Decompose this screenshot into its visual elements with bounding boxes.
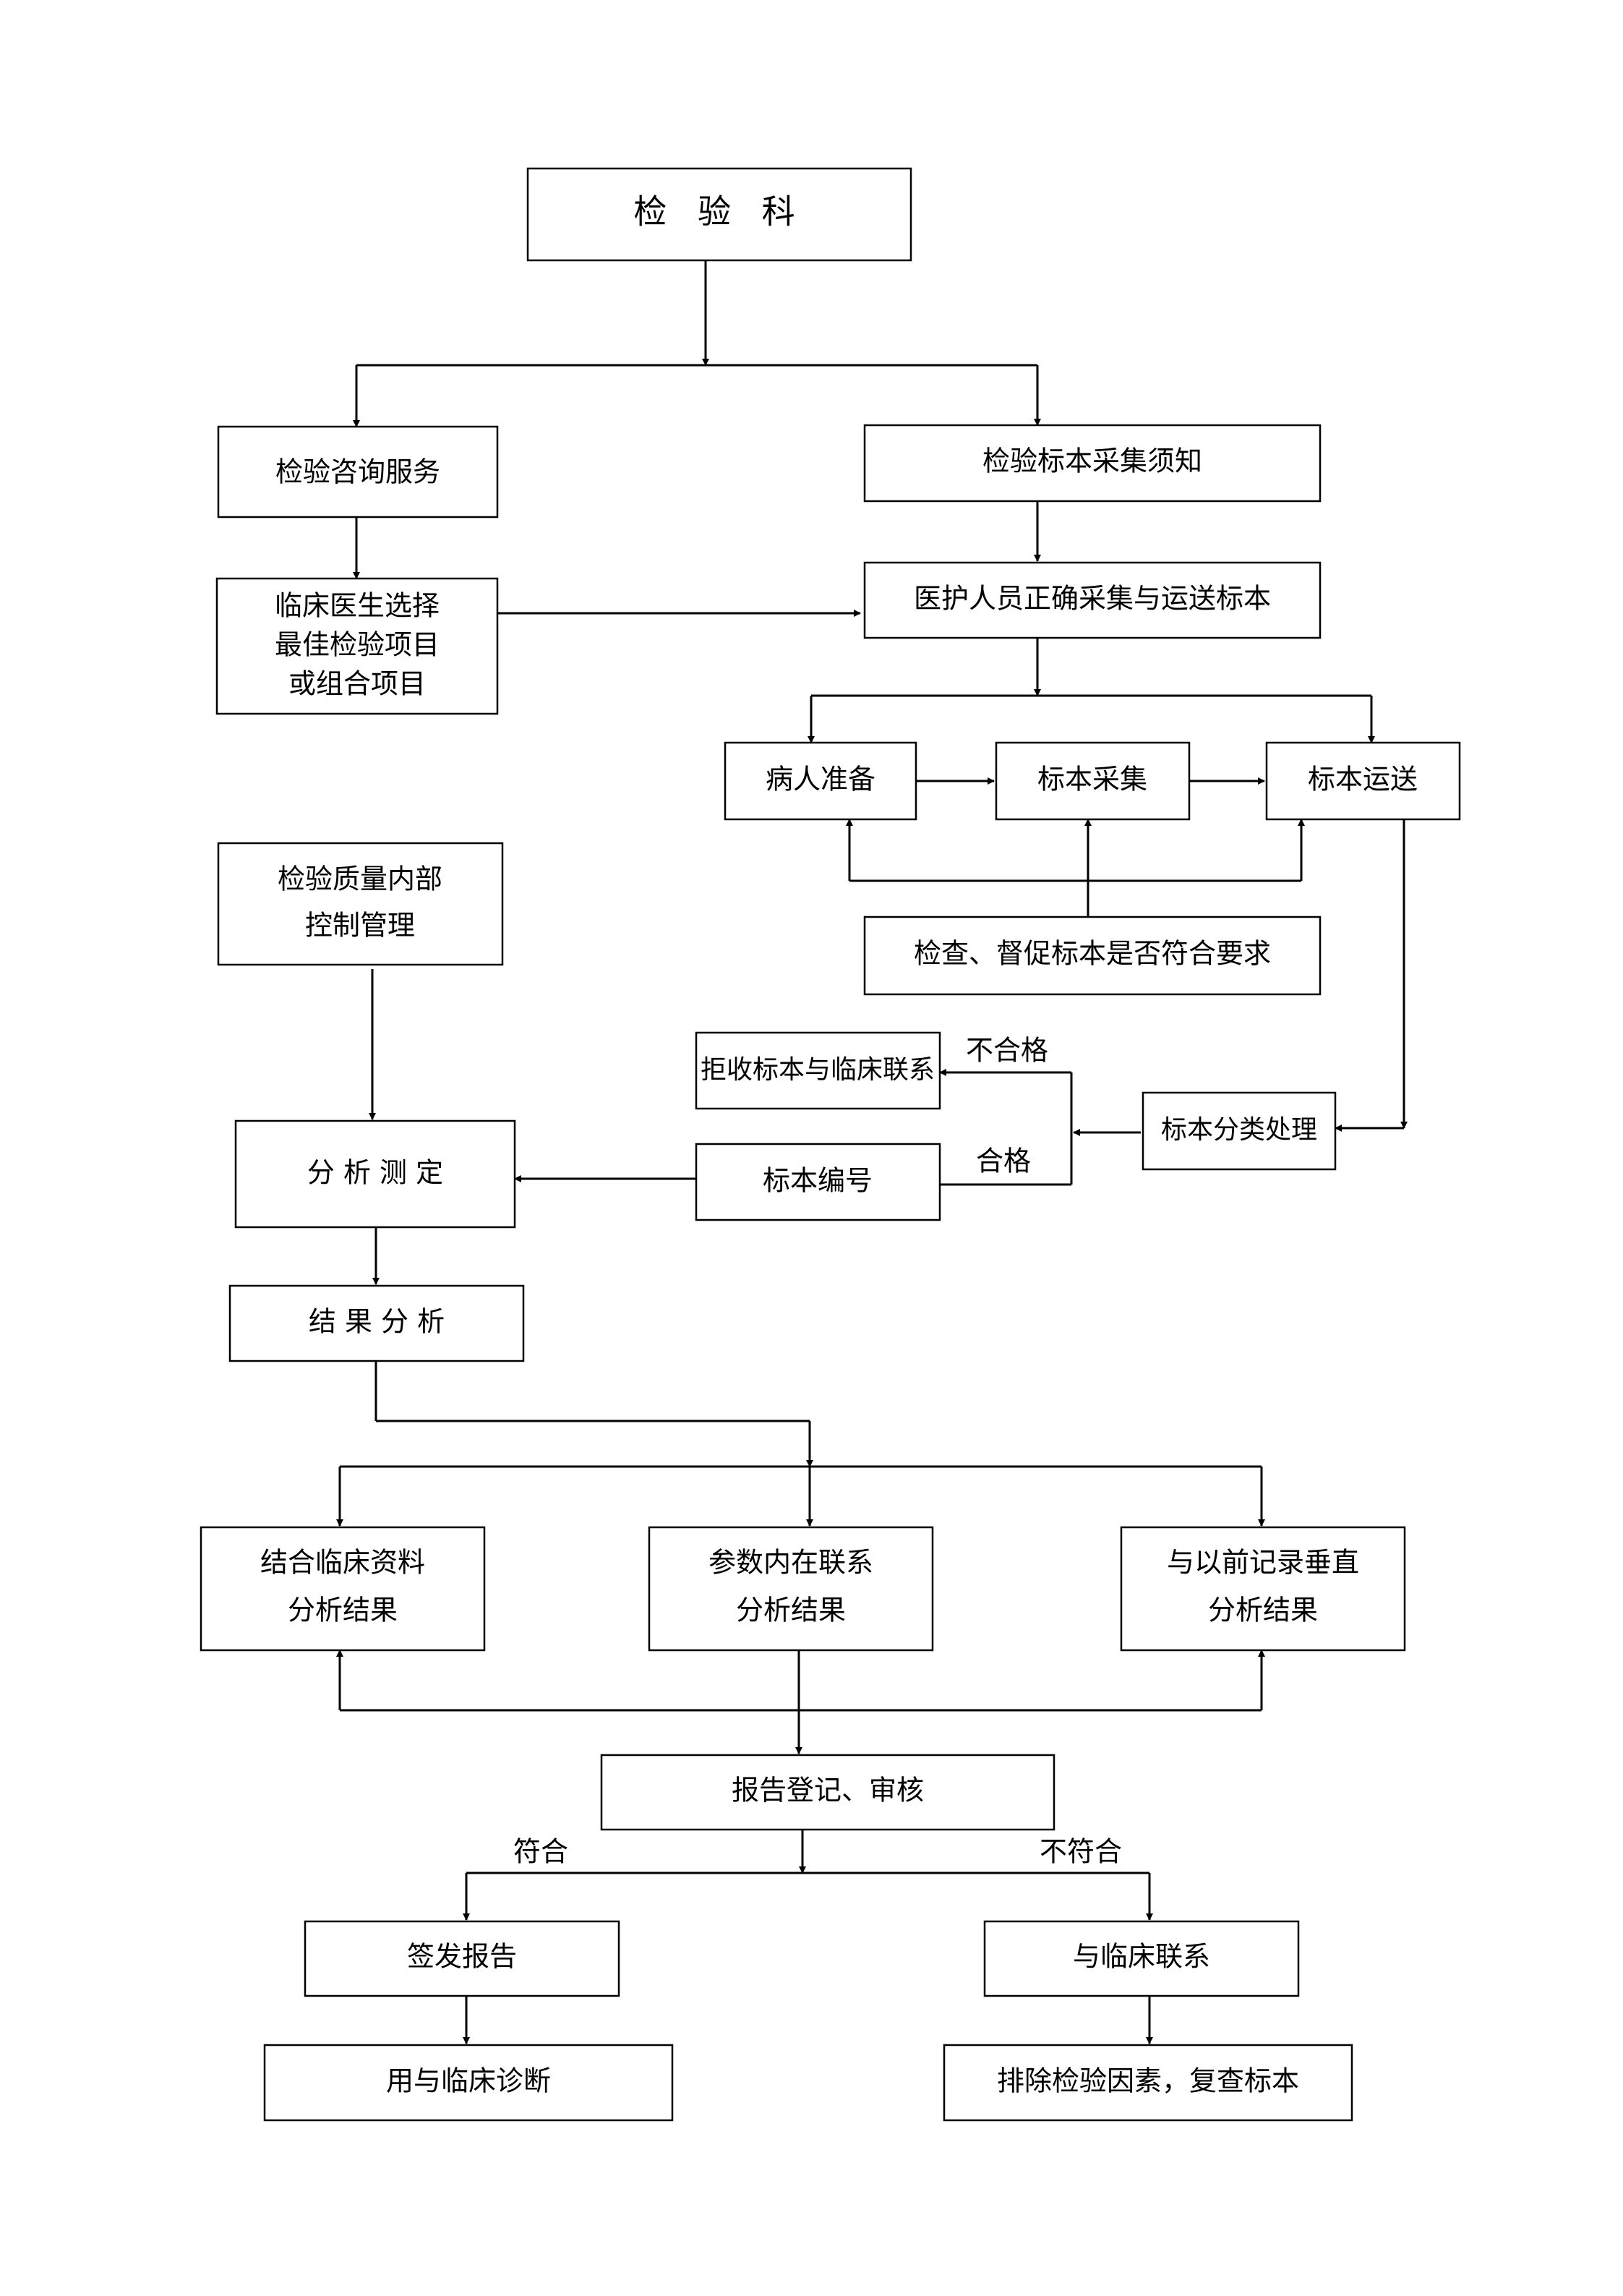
node-patient-prep: 病人准备 bbox=[724, 741, 917, 821]
node-reject: 拒收标本与临床联系 bbox=[695, 1031, 941, 1110]
node-report-text: 报告登记、审核 bbox=[732, 1775, 924, 1806]
node-staff-text: 医护人员正确采集与运送标本 bbox=[914, 583, 1271, 615]
node-staff: 医护人员正确采集与运送标本 bbox=[863, 561, 1322, 639]
node-notice-text: 检验标本采集须知 bbox=[982, 445, 1202, 477]
node-consult: 检验咨询服务 bbox=[217, 425, 499, 518]
label-conform: 符合 bbox=[513, 1836, 568, 1868]
node-choose-line3: 或组合项目 bbox=[288, 668, 426, 700]
node-param: 参数内在联系 分析结果 bbox=[648, 1526, 934, 1652]
node-title: 检 验 科 bbox=[526, 167, 912, 262]
node-check: 检查、督促标本是否符合要求 bbox=[863, 916, 1322, 996]
node-diagnose: 用与临床诊断 bbox=[263, 2044, 674, 2122]
node-clinical-line2: 分析结果 bbox=[288, 1595, 398, 1626]
node-param-line2: 分析结果 bbox=[736, 1595, 846, 1626]
node-classify-text: 标本分类处理 bbox=[1161, 1115, 1317, 1145]
node-numbering-text: 标本编号 bbox=[763, 1165, 873, 1197]
node-clinical-line1: 结合临床资料 bbox=[260, 1547, 425, 1579]
node-issue-text: 签发报告 bbox=[407, 1941, 517, 1973]
node-analyze: 分 析 测 定 bbox=[234, 1119, 516, 1229]
node-analyze-text: 分 析 测 定 bbox=[307, 1157, 443, 1189]
node-choose: 临床医生选择 最佳检验项目 或组合项目 bbox=[215, 577, 499, 715]
node-reject-text: 拒收标本与临床联系 bbox=[701, 1055, 935, 1085]
node-transport: 标本运送 bbox=[1265, 741, 1461, 821]
node-qc: 检验质量内部 控制管理 bbox=[217, 842, 504, 966]
node-qc-line2: 控制管理 bbox=[305, 910, 415, 942]
node-patient-prep-text: 病人准备 bbox=[766, 764, 875, 795]
node-check-text: 检查、督促标本是否符合要求 bbox=[914, 938, 1271, 970]
node-collect: 标本采集 bbox=[995, 741, 1191, 821]
label-unqualified: 不合格 bbox=[966, 1035, 1048, 1067]
node-consult-text: 检验咨询服务 bbox=[275, 456, 440, 488]
label-nonconform: 不符合 bbox=[1040, 1836, 1122, 1868]
node-qc-line1: 检验质量内部 bbox=[278, 863, 442, 895]
node-recheck: 排除检验因素，复查标本 bbox=[943, 2044, 1353, 2122]
node-collect-text: 标本采集 bbox=[1037, 764, 1147, 795]
node-diagnose-text: 用与临床诊断 bbox=[386, 2065, 551, 2097]
node-contact-text: 与临床联系 bbox=[1073, 1941, 1210, 1973]
node-choose-line1: 临床医生选择 bbox=[275, 590, 440, 622]
node-param-line1: 参数内在联系 bbox=[708, 1547, 873, 1579]
connectors bbox=[336, 260, 1408, 2044]
node-history-line2: 分析结果 bbox=[1208, 1595, 1318, 1626]
node-title-text: 检 验 科 bbox=[633, 192, 805, 231]
node-transport-text: 标本运送 bbox=[1308, 764, 1418, 795]
node-contact: 与临床联系 bbox=[983, 1920, 1300, 1997]
node-report: 报告登记、审核 bbox=[600, 1754, 1055, 1831]
node-result-text: 结 果 分 析 bbox=[309, 1306, 445, 1338]
node-result: 结 果 分 析 bbox=[228, 1284, 525, 1362]
node-history: 与以前记录垂直 分析结果 bbox=[1120, 1526, 1406, 1652]
node-classify: 标本分类处理 bbox=[1142, 1091, 1337, 1171]
node-notice: 检验标本采集须知 bbox=[863, 424, 1322, 503]
node-recheck-text: 排除检验因素，复查标本 bbox=[997, 2065, 1299, 2097]
node-issue: 签发报告 bbox=[304, 1920, 620, 1997]
node-history-line1: 与以前记录垂直 bbox=[1167, 1547, 1359, 1579]
node-clinical: 结合临床资料 分析结果 bbox=[200, 1526, 486, 1652]
node-numbering: 标本编号 bbox=[695, 1143, 941, 1221]
label-qualified: 合格 bbox=[976, 1145, 1031, 1177]
node-choose-line2: 最佳检验项目 bbox=[275, 629, 440, 661]
